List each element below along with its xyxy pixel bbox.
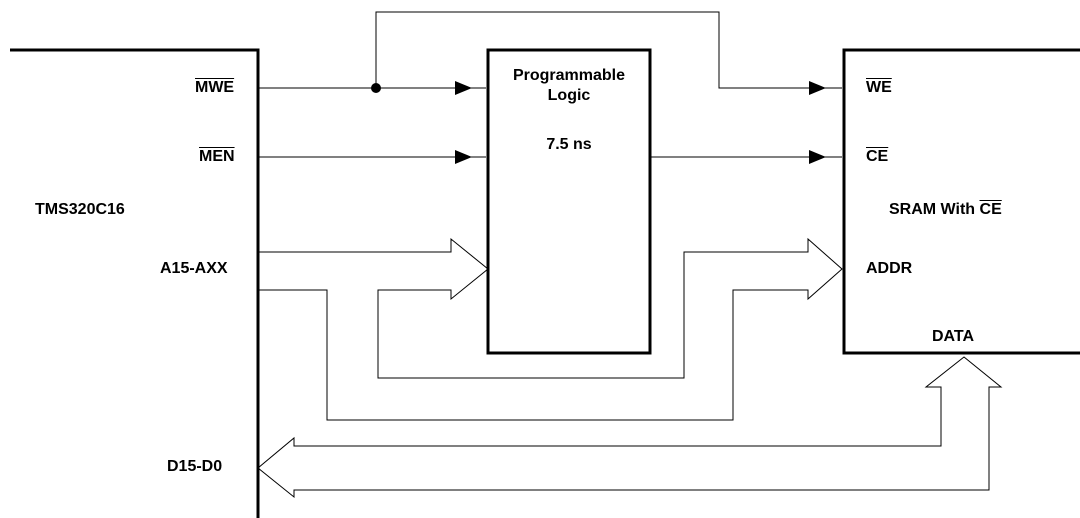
sram-name-bar: CE [979, 201, 1002, 218]
data-bus [257, 356, 1003, 499]
mwe-pin-label: MWE [195, 79, 235, 96]
logic-delay-label: 7.5 ns [546, 136, 592, 153]
address-bus-to-logic [258, 237, 843, 421]
logic-title-line2: Logic [547, 87, 591, 104]
men-arrowhead [455, 150, 472, 164]
cpu-name-label: TMS320C16 [35, 201, 125, 218]
mwe-bypass-line [375, 11, 842, 89]
men-pin-label: MEN [199, 148, 235, 165]
sram-data-pin-label: DATA [932, 328, 975, 345]
programmable-logic-box [486, 48, 652, 355]
ce-pin-label: CE [866, 148, 889, 165]
we-arrowhead [809, 81, 826, 95]
logic-title-line1: Programmable [512, 67, 626, 84]
cpu-block-outline [10, 48, 260, 518]
we-pin-label: WE [866, 79, 892, 96]
sram-address-pin-label: ADDR [866, 260, 913, 277]
address-pin-label: A15-AXX [160, 260, 228, 277]
sram-name-label: SRAM With CE [889, 201, 1002, 219]
data-pin-label: D15-D0 [167, 458, 223, 475]
ce-arrowhead [809, 150, 826, 164]
sram-name-prefix: SRAM With [889, 201, 976, 218]
mwe-arrowhead [455, 81, 472, 95]
sram-block-outline [842, 48, 1080, 355]
